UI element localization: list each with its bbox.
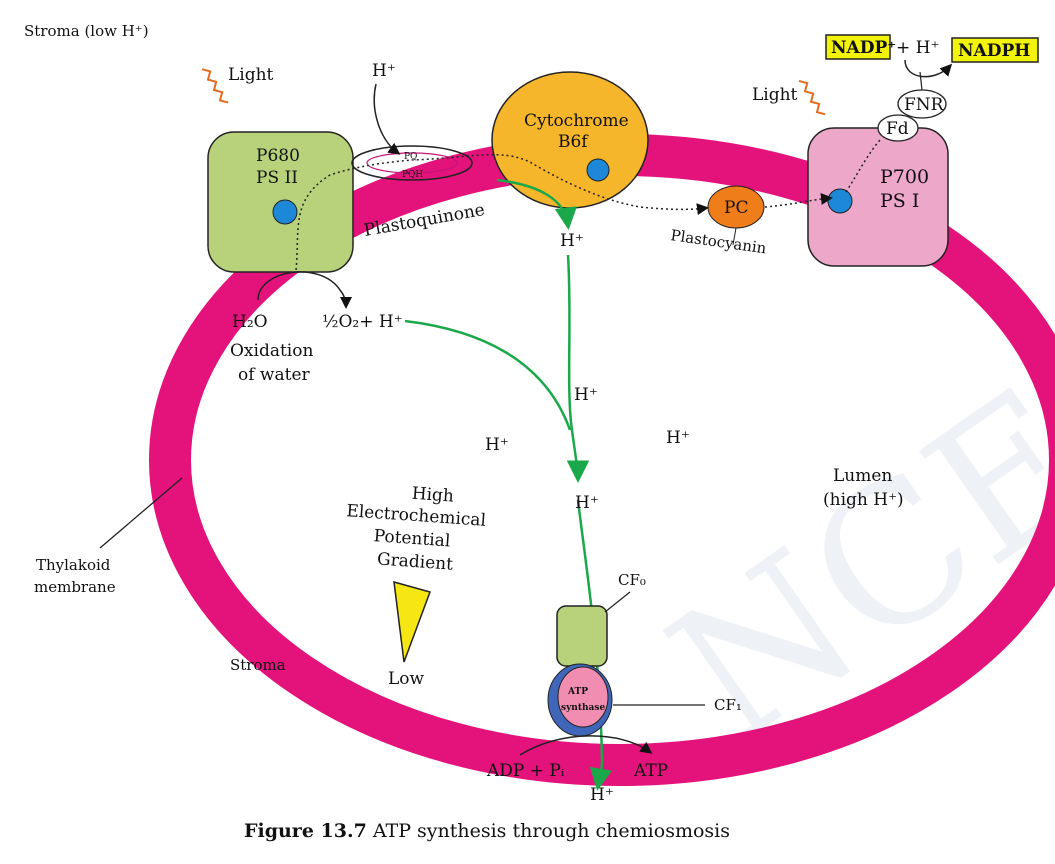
nadp-box (825, 34, 891, 60)
atp-synthase-label-1: ATP (567, 687, 588, 697)
h-top-arrow (373, 83, 401, 155)
water-oxidation-arrow (257, 271, 352, 309)
cf0-subunit (556, 605, 608, 667)
watermark: NCERT not to be republished (633, 0, 1055, 786)
electron-path-2 (764, 192, 833, 208)
h-lumen-4: H⁺ (575, 493, 599, 513)
ps2-label: PS II (256, 168, 298, 188)
ps1-label: PS I (880, 190, 919, 212)
cytochrome-label: Cytochrome (524, 111, 629, 131)
figure-number: Figure 13.7 (244, 820, 367, 842)
lumen-label-2: (high H⁺) (823, 490, 904, 510)
gradient-wedge (393, 580, 431, 663)
p700-label: P700 (880, 166, 929, 188)
atp-label: ATP (633, 761, 668, 781)
cf1-label: CF₁ (714, 696, 742, 714)
gradient-text-group: High Electrochemical Potential Gradient (346, 484, 487, 575)
gradient-label-4: Gradient (376, 549, 453, 574)
h-lumen-3: H⁺ (666, 428, 690, 448)
cyt-blue-dot (586, 158, 610, 182)
atp-synthase-label-2: synthase (561, 703, 605, 713)
h-lumen-2: H⁺ (485, 435, 509, 455)
light-wave-right (798, 79, 826, 116)
gradient-label-3: Potential (373, 526, 451, 551)
fnr-label: FNR (904, 95, 945, 115)
b6f-label: B6f (558, 132, 589, 152)
gradient-label-1: High (411, 484, 454, 507)
nadp-label: NADP⁺ (831, 38, 896, 58)
cf0-label: CF₀ (618, 571, 646, 589)
oxidation-label-1: Oxidation (230, 341, 313, 361)
h2o-label: H₂O (232, 312, 268, 332)
proton-arrow-water (404, 319, 572, 431)
nadph-label: NADPH (958, 41, 1030, 61)
light-wave-left (201, 68, 229, 104)
oxidation-label-2: of water (238, 365, 311, 385)
adp-atp-arrow (519, 735, 653, 756)
figure-caption-text: ATP synthesis through chemiosmosis (367, 820, 730, 842)
cf0-leader-line (604, 591, 631, 613)
watermark-text: NCERT not to be republished (633, 0, 1055, 786)
fnr-connector (919, 71, 923, 91)
adp-label: ADP + Pᵢ (486, 761, 565, 781)
h-lumen-1: H⁺ (574, 385, 598, 405)
proton-arrow-cyt (496, 178, 578, 230)
light-right-label: Light (752, 85, 798, 105)
ps1-blue-dot (827, 188, 853, 214)
electron-path-3 (845, 137, 883, 193)
thylakoid-label-1: Thylakoid (36, 556, 111, 574)
nadph-box (951, 37, 1039, 63)
figure-caption: Figure 13.7 ATP synthesis through chemio… (244, 820, 730, 842)
pq-cycle-ellipse (351, 145, 473, 181)
light-left-label: Light (228, 65, 274, 85)
thylakoid-leader-line (99, 477, 183, 549)
thylakoid-label-2: membrane (34, 578, 116, 596)
plus-h-label: + H⁺ (896, 38, 939, 58)
low-label: Low (388, 669, 425, 689)
o2-h-label: ½O₂+ H⁺ (322, 312, 403, 332)
h-bottom-label: H⁺ (590, 785, 614, 805)
fd-ellipse (877, 114, 919, 142)
pq-inner-ellipse (366, 152, 458, 174)
cf1-subunit (557, 666, 609, 728)
gradient-label-2: Electrochemical (346, 501, 487, 531)
h-top-label: H⁺ (372, 61, 396, 81)
ps2-blue-dot (272, 199, 298, 225)
pc-leader-line (732, 227, 737, 246)
stroma-bottom-label: Stroma (230, 656, 286, 674)
plastocyanin-label: Plastocyanin (669, 226, 767, 257)
pq-label: PQ (404, 152, 417, 162)
pc-label: PC (724, 198, 748, 218)
nadp-to-nadph-arrow (904, 59, 953, 78)
fd-label: Fd (886, 119, 909, 139)
proton-arrow-down-1 (566, 254, 590, 483)
lumen-label-1: Lumen (833, 466, 892, 486)
h-below-cyt-label: H⁺ (560, 231, 584, 251)
pqh-label: PQH (402, 170, 423, 180)
stroma-top-label: Stroma (low H⁺) (24, 22, 149, 40)
p680-label: P680 (256, 146, 300, 166)
